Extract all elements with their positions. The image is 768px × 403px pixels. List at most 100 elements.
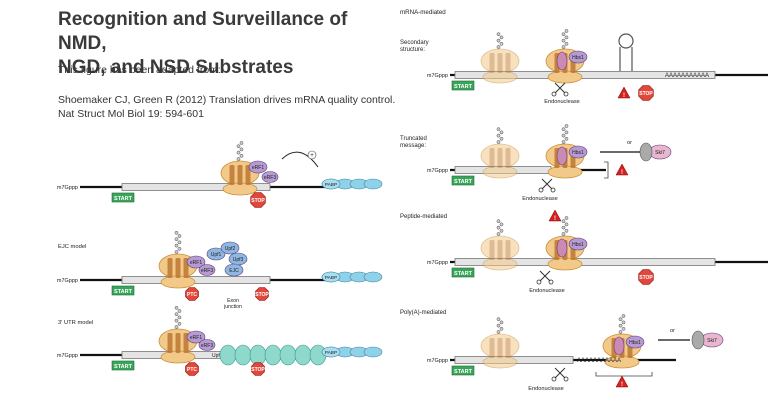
peptide-stop-codon-label: STOP <box>639 275 653 281</box>
peptide-warning-mark: ! <box>554 216 556 222</box>
ejc-ribosome-trna <box>175 258 181 278</box>
secondary-b-peptide-bead <box>561 38 566 43</box>
secondary-stop-codon <box>638 85 654 101</box>
ejc-ptc-label: PTC <box>187 292 197 298</box>
polya-heading: Poly(A)-mediated <box>400 310 446 316</box>
secondary-stop-codon-label: STOP <box>639 91 653 97</box>
peptide-scissors-handle-b <box>548 279 554 285</box>
ejc-upf2 <box>220 241 240 255</box>
normal-erf3-label: eRF3 <box>264 175 276 181</box>
peptide-endonuclease-label: Endonuclease <box>529 288 564 294</box>
peptide-stop-codon <box>638 269 654 285</box>
normal-erf3 <box>261 171 279 183</box>
utr-upf1-oligomer <box>294 344 312 366</box>
interaction-arrow <box>281 151 319 168</box>
peptide-hbs1 <box>568 237 588 251</box>
citation-line2: Nat Struct Mol Biol 19: 594-601 <box>58 108 204 120</box>
ejc-erf1-label: eRF1 <box>190 260 202 266</box>
page-title: Recognition and Surveillance of NMD, NGD… <box>58 8 388 80</box>
secondary-dom34 <box>556 51 568 71</box>
ejc-pabp-first <box>321 271 341 283</box>
secondary-warning <box>617 86 631 99</box>
peptide-cds <box>454 258 716 266</box>
truncated-b-peptide-bead <box>564 124 569 128</box>
polya-tail: AAAAAAAAAAA <box>577 358 621 364</box>
truncation-bracket <box>604 161 609 179</box>
plus-circle <box>307 150 317 160</box>
ejc-peptide-bead <box>177 240 182 245</box>
citation: Shoemaker CJ, Green R (2012) Translation… <box>58 93 398 121</box>
secondary-b-peptide-bead <box>561 32 566 37</box>
utr-ptc-label: PTC <box>187 367 197 373</box>
polya-warning <box>615 375 629 388</box>
truncated-warning <box>615 163 629 176</box>
start-label: START <box>454 179 473 185</box>
secondary-a-peptide-bead <box>496 38 501 43</box>
plus-label: + <box>310 153 314 159</box>
peptide-b-peptide-bead <box>561 225 566 230</box>
polya-a-peptide-bead <box>496 317 501 322</box>
normal-ribosome-trna <box>229 165 235 185</box>
peptide-dom34 <box>556 238 568 258</box>
peptide-scissors <box>539 270 551 282</box>
secondary-a-peptide-bead <box>496 32 501 37</box>
peptide-heading: Peptide-mediated <box>400 214 447 220</box>
truncated-scissors-handle-b <box>550 187 556 193</box>
peptide-a-peptide-bead <box>499 228 504 233</box>
truncated-scissors <box>541 178 553 190</box>
normal-ribosome-trna <box>237 165 243 185</box>
normal-peptide-bead <box>239 141 244 145</box>
start-codon-box <box>451 365 475 376</box>
utr-ribosome-trna <box>175 333 181 353</box>
secondary-ribosome-a-small-subunit <box>482 70 518 84</box>
peptide-ribosome-a-small-subunit <box>482 257 518 271</box>
utr-erf3-label: eRF3 <box>201 343 213 349</box>
ejc-erf1 <box>186 255 206 269</box>
polya-b-peptide-bead <box>621 314 626 318</box>
peptide-b-peptide-bead <box>564 216 569 220</box>
start-codon-box <box>451 267 475 278</box>
normal-ribosome <box>220 160 260 196</box>
utr-pabp-3 <box>363 346 383 358</box>
ejc-peptide-bead <box>177 246 182 251</box>
start-label: START <box>114 289 133 295</box>
start-label: START <box>114 196 133 202</box>
utr-upf1-label: Upf1 <box>212 353 223 359</box>
normal-stop-codon <box>250 192 266 208</box>
secondary-hbs1 <box>568 50 588 64</box>
truncated-a-peptide-bead <box>499 136 504 141</box>
peptide-ribosome-a-trna <box>489 240 495 260</box>
utr-ptc <box>185 362 199 376</box>
truncated-ribosome-a-trna <box>505 148 511 168</box>
polya-dom34 <box>613 336 625 356</box>
utr-peptide-bead <box>174 318 179 323</box>
mrna-mediated-heading: mRNA-mediated <box>400 9 446 16</box>
truncated-a-peptide-bead <box>496 140 501 144</box>
secondary-polya: AAAAAAAAAAA <box>665 73 709 79</box>
polya-b-peptide-bead <box>621 320 626 325</box>
peptide-a-peptide-bead <box>496 225 501 230</box>
title-line1: Recognition and Surveillance of NMD, <box>58 9 348 54</box>
cap-label: m7Gppp <box>427 260 448 266</box>
polya-a-peptide-bead <box>496 330 501 334</box>
truncated-ribosome-a-small-subunit <box>482 165 518 179</box>
truncated-b-peptide-bead <box>564 136 569 141</box>
start-codon-box <box>451 80 475 91</box>
normal-pabp-first <box>321 178 341 190</box>
truncated-dom34 <box>556 146 568 166</box>
peptide-hbs1-label: Hbs1 <box>572 242 584 248</box>
truncated-endonuclease-label: Endonuclease <box>522 196 557 202</box>
start-label: START <box>114 364 133 370</box>
utr-peptide-bead <box>177 315 182 320</box>
ejc-upf3-label: Upf3 <box>233 257 244 263</box>
ejc-pabp-label: PABP <box>325 275 337 281</box>
normal-pabp-3 <box>363 178 383 190</box>
truncated-ski7-label: Ski7 <box>655 150 665 156</box>
ejc-ribosome-trna <box>167 258 173 278</box>
secondary-cds <box>454 71 716 79</box>
cap-label: m7Gppp <box>57 353 78 359</box>
polya-a-peptide-bead <box>496 323 501 328</box>
polya-a-peptide-bead <box>499 326 504 331</box>
